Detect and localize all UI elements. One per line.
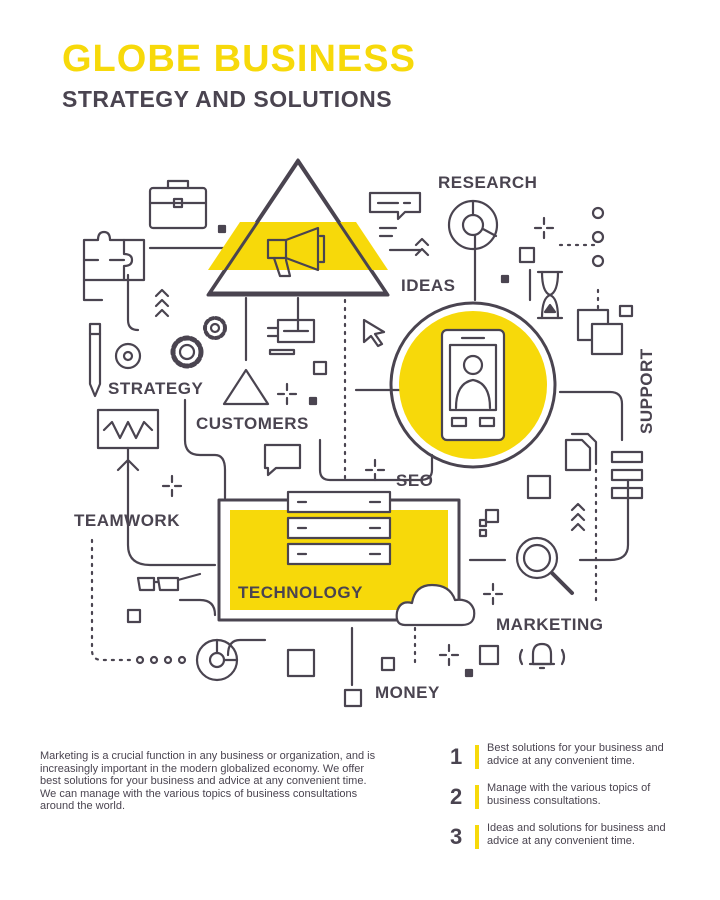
chevrons-icon (154, 237, 586, 532)
magnifier-icon (515, 536, 574, 595)
list-item: 1 Best solutions for your business and a… (450, 742, 690, 782)
list-icon (610, 450, 644, 500)
document-icon (564, 432, 598, 472)
square-icons (126, 224, 552, 708)
cloud-icon (395, 583, 476, 627)
business-diagram: RESEARCH IDEAS STRATEGY CUSTOMERS SUPPOR… (74, 158, 656, 708)
megaphone-icon (266, 226, 326, 278)
label-teamwork: TEAMWORK (74, 511, 180, 530)
list-number: 3 (450, 824, 463, 849)
page-title: GLOBE BUSINESS (62, 38, 416, 80)
presentation-icon (96, 408, 160, 472)
gear-icon (170, 316, 227, 369)
glasses-icon (136, 572, 202, 592)
server-icon (286, 490, 392, 566)
layers-icon (576, 304, 634, 356)
sparkle-icons (161, 216, 555, 667)
list-number: 1 (450, 744, 463, 769)
label-seo: SEO (396, 471, 433, 490)
accent-bar (475, 785, 479, 809)
pie-icon (195, 638, 239, 682)
bell-icon (518, 642, 566, 670)
connector-lines (90, 233, 630, 687)
label-marketing: MARKETING (496, 615, 603, 634)
dots-column (135, 206, 605, 665)
label-strategy: STRATEGY (108, 379, 203, 398)
label-ideas: IDEAS (401, 276, 455, 295)
description-text: Marketing is a crucial function in any b… (40, 750, 376, 812)
chat-icon (263, 191, 422, 477)
list-number: 2 (450, 784, 463, 809)
label-technology: TECHNOLOGY (238, 583, 363, 602)
label-research: RESEARCH (438, 173, 537, 192)
label-customers: CUSTOMERS (196, 414, 309, 433)
briefcase-icon (148, 179, 208, 230)
smartphone-icon (440, 328, 506, 442)
puzzle-icon (82, 230, 146, 302)
accent-bar (475, 825, 479, 849)
chart-icon (447, 199, 499, 251)
strategy-triangle (206, 158, 390, 297)
cursor-icon (362, 318, 386, 348)
label-money: MONEY (375, 683, 440, 702)
list-item-text: Best solutions for your business and adv… (487, 742, 664, 767)
target-icon (114, 342, 142, 370)
page-subtitle: STRATEGY AND SOLUTIONS (62, 86, 393, 112)
list-item-text: Manage with the various topics of busine… (487, 782, 651, 807)
list-item: 2 Manage with the various topics of busi… (450, 782, 690, 822)
accent-bar (475, 745, 479, 769)
list-item: 3 Ideas and solutions for business and a… (450, 822, 690, 862)
benefits-list: 1 Best solutions for your business and a… (450, 742, 690, 862)
triangle-icon (222, 368, 270, 406)
hourglass-icon (536, 270, 564, 320)
list-item-text: Ideas and solutions for business and adv… (487, 822, 666, 847)
pencil-icon (88, 322, 102, 398)
label-support: SUPPORT (637, 348, 656, 434)
